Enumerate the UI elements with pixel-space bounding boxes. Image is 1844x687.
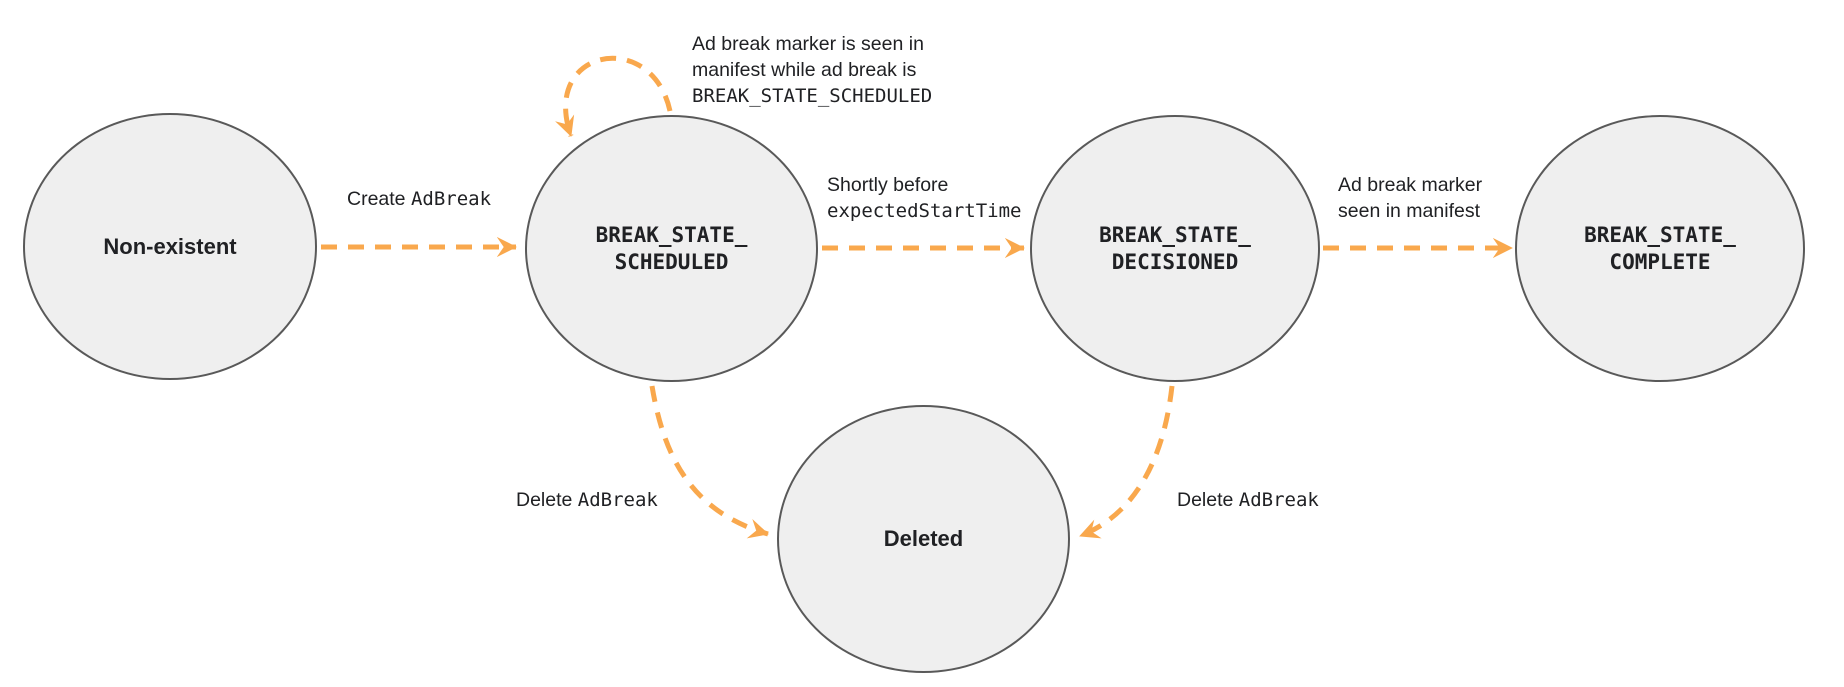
node-deleted: Deleted	[777, 405, 1070, 673]
edge-label-create-adbreak: Create AdBreak	[347, 186, 491, 212]
edge-label-shortly-before: Shortly before expectedStartTime	[827, 172, 1021, 224]
node-label: Deleted	[883, 526, 964, 551]
edge-label-line3-mono: BREAK_STATE_SCHEDULED	[692, 85, 933, 107]
edge-self-loop-scheduled-arrow	[555, 55, 673, 137]
node-break-state-complete: BREAK_STATE_ COMPLETE	[1515, 115, 1805, 382]
edge-label-sans-part: Delete	[1177, 489, 1239, 511]
edge-label-delete-adbreak-left: Delete AdBreak	[516, 487, 658, 513]
edge-delete-from-scheduled-arrow	[649, 385, 769, 539]
edge-label-mono-part: AdBreak	[577, 489, 658, 511]
edge-label-self-loop: Ad break marker is seen in manifest whil…	[692, 31, 932, 109]
node-label-line2: SCHEDULED	[614, 249, 729, 274]
edge-label-sans-part: Create	[347, 188, 411, 210]
node-break-state-decisioned: BREAK_STATE_ DECISIONED	[1030, 115, 1320, 382]
edge-label-line2: seen in manifest	[1338, 200, 1480, 222]
node-label-line1: BREAK_STATE_	[1584, 222, 1736, 247]
edge-label-marker-seen: Ad break marker seen in manifest	[1338, 172, 1482, 224]
edge-delete-from-decisioned-arrow	[1079, 385, 1175, 539]
edge-label-delete-adbreak-right: Delete AdBreak	[1177, 487, 1319, 513]
node-label-line1: BREAK_STATE_	[595, 222, 748, 247]
node-break-state-scheduled: BREAK_STATE_ SCHEDULED	[525, 115, 818, 382]
edge-label-sans-part: Delete	[516, 489, 578, 511]
edge-label-mono-part: AdBreak	[410, 188, 492, 210]
node-label: Non-existent	[103, 233, 237, 259]
edge-label-line2-mono: expectedStartTime	[827, 200, 1022, 222]
node-label-line2: DECISIONED	[1111, 249, 1239, 274]
node-label-line1: BREAK_STATE_	[1099, 222, 1251, 247]
edge-label-line1: Shortly before	[827, 174, 949, 196]
node-label-line2: COMPLETE	[1609, 249, 1711, 274]
edge-label-line1: Ad break marker	[1338, 174, 1483, 196]
edge-label-line1: Ad break marker is seen in	[692, 33, 924, 55]
edge-label-line2: manifest while ad break is	[692, 59, 917, 81]
node-non-existent: Non-existent	[23, 113, 317, 380]
edge-label-mono-part: AdBreak	[1238, 489, 1319, 511]
